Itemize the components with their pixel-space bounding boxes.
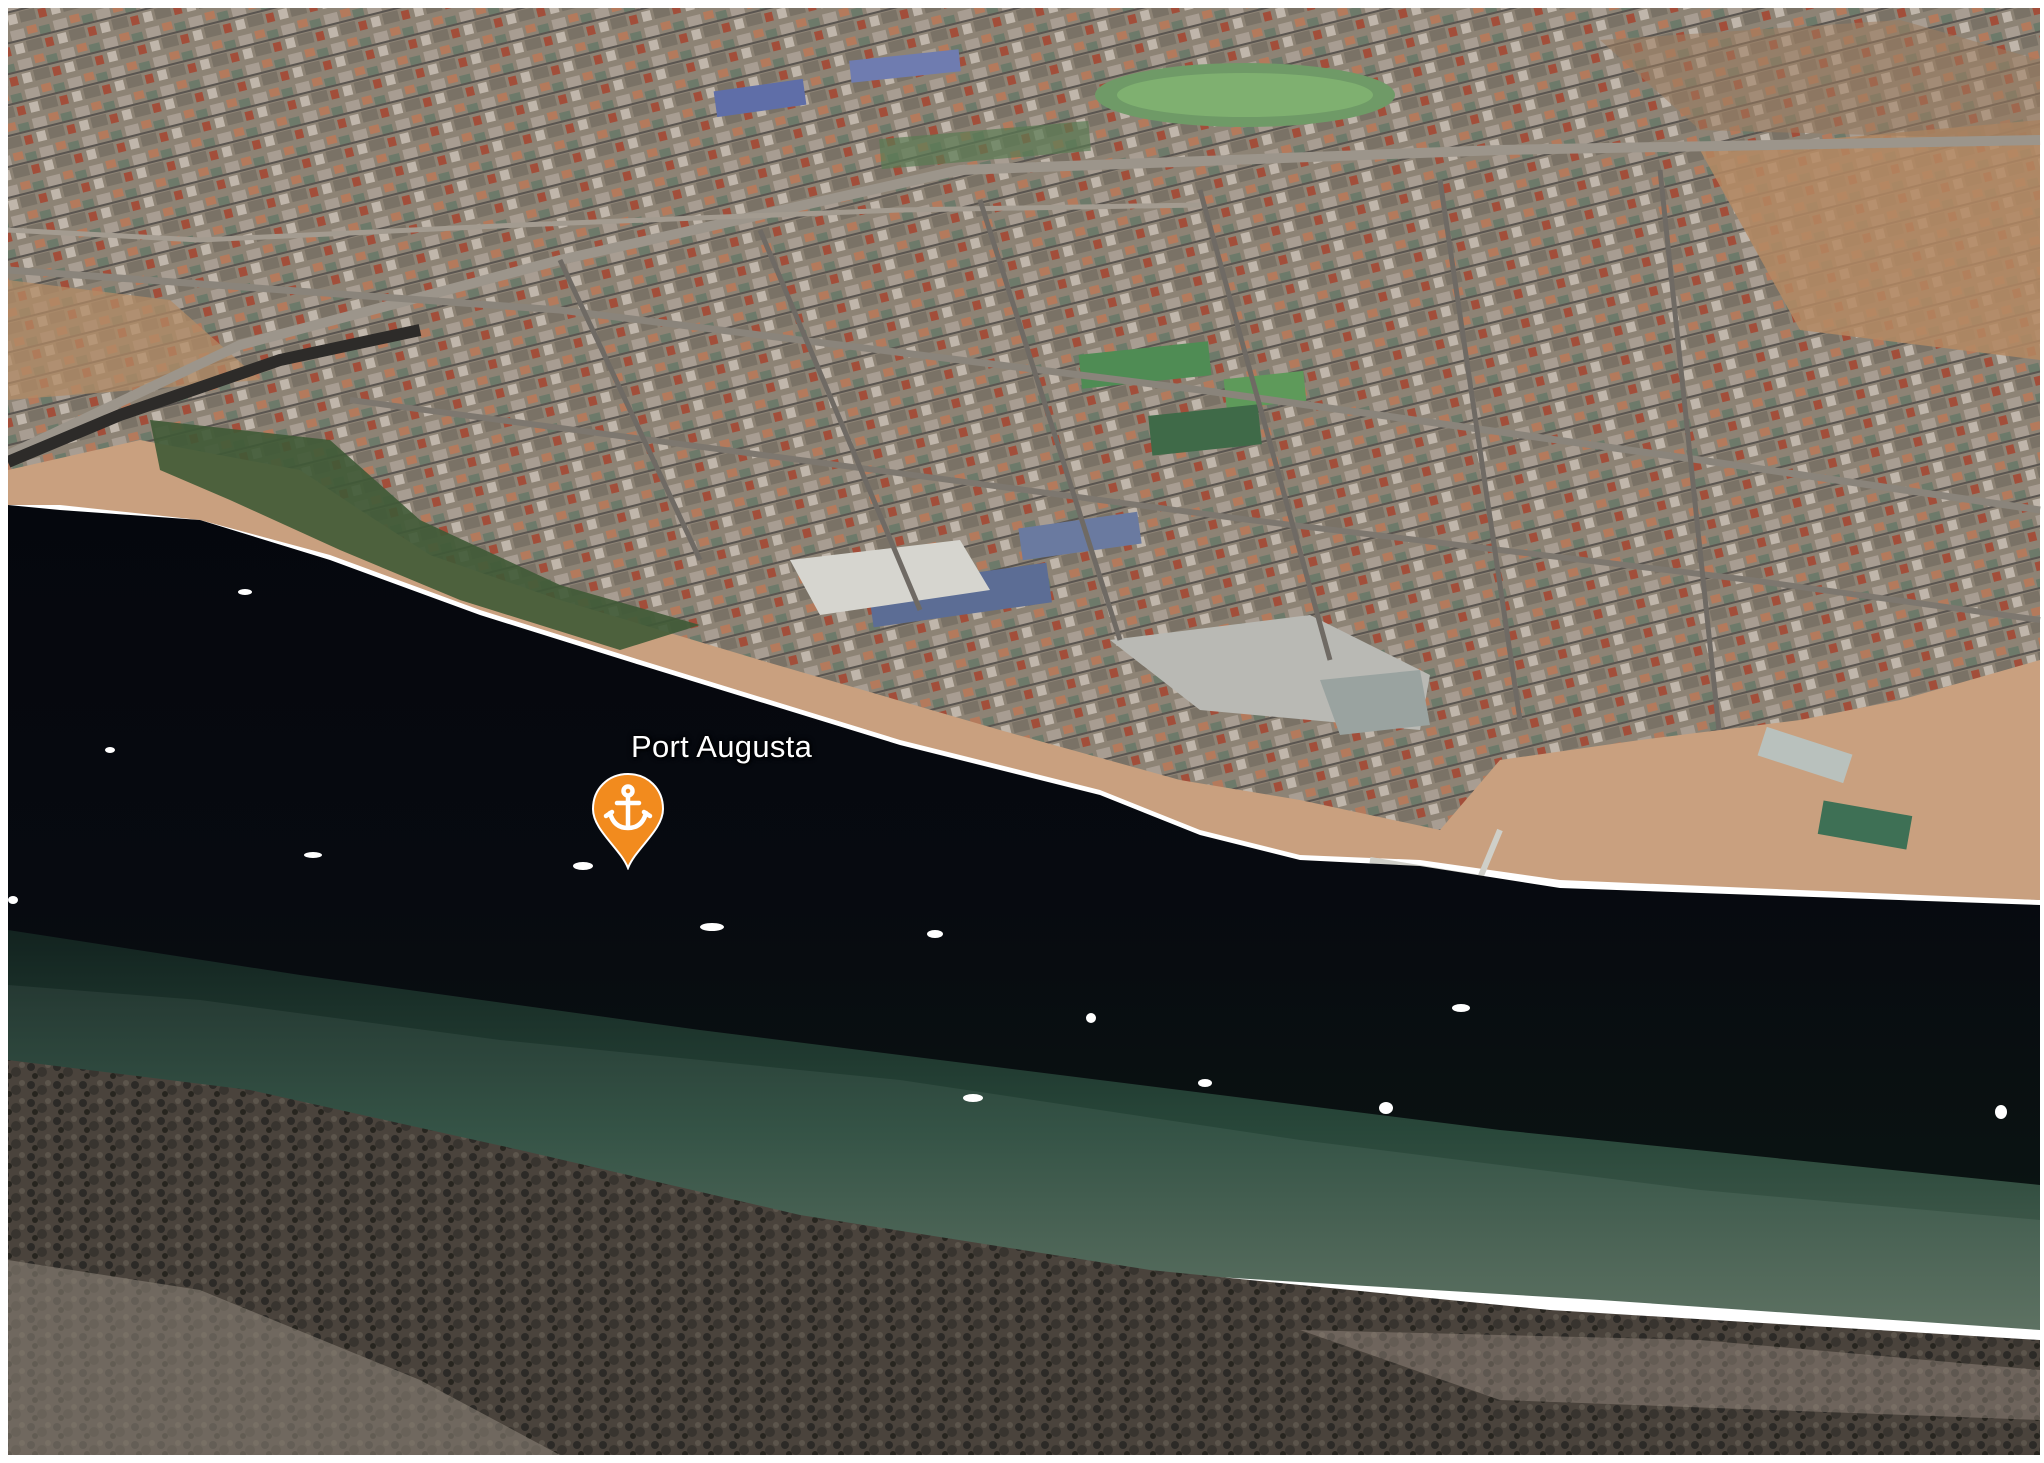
place-marker[interactable] [590,772,666,871]
mudflats [8,1060,2040,1455]
map-pin-icon[interactable] [590,772,666,871]
town-area [8,8,2040,900]
shoreline-sand [8,440,2040,900]
bridge [5,324,422,468]
anchor-icon [603,784,653,831]
boats [8,589,2007,1119]
place-label[interactable]: Port Augusta [631,729,813,764]
shallows [8,930,2040,1330]
